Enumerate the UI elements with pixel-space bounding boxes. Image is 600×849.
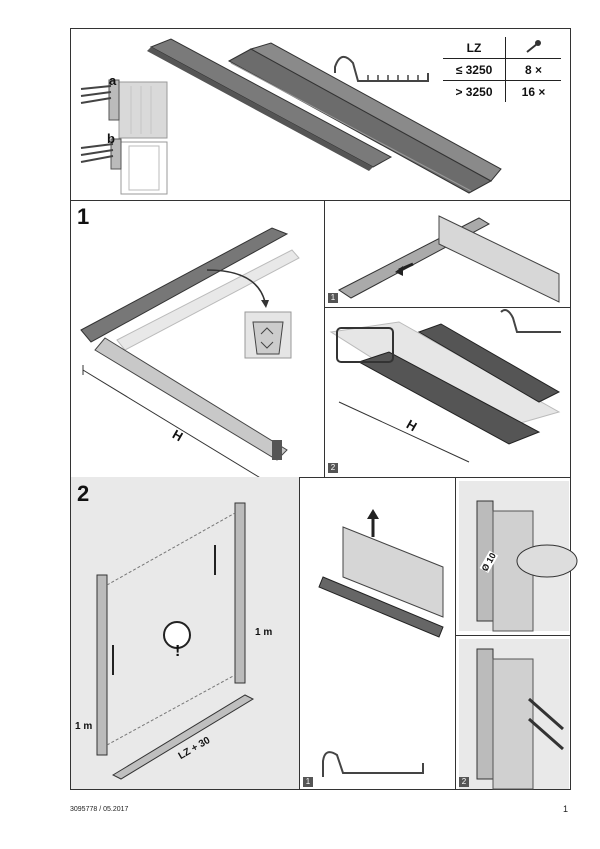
wall-mount-illustration	[96, 502, 255, 780]
table-header-length: LZ	[443, 37, 506, 58]
overview-panel: a b LZ	[71, 29, 570, 201]
divider	[455, 635, 570, 636]
rail-detail-illustration	[338, 215, 560, 303]
profile-b-illustration	[80, 138, 168, 195]
sub-step-label: 1	[303, 777, 313, 787]
variant-a-label: a	[109, 73, 117, 88]
step-number: 2	[77, 481, 90, 506]
drilling-illustration	[459, 481, 578, 632]
warning-mark: !	[175, 643, 181, 660]
step-1-panel: 1 H 1	[71, 200, 570, 487]
table-row: ≤ 3250 8 ×	[443, 59, 561, 81]
table-cell-length: > 3250	[443, 81, 506, 102]
one-meter-label-left: 1 m	[75, 721, 93, 732]
divider	[324, 307, 570, 308]
screw-quantity-table: LZ ≤ 3250 8 × > 3250 16 ×	[443, 37, 561, 102]
divider	[299, 477, 300, 789]
rail-cutting-illustration	[329, 309, 561, 463]
table-row: > 3250 16 ×	[443, 81, 561, 102]
variant-b-label: b	[107, 131, 115, 146]
step-number: 1	[77, 204, 90, 229]
table-cell-length: ≤ 3250	[443, 59, 506, 80]
rail-illustration	[147, 38, 393, 171]
instruction-sheet: a b LZ	[70, 28, 578, 790]
table-cell-qty: 8 ×	[524, 62, 542, 77]
step-2-panel: 2 exclamation-icon ! LZ + 30 1 m 1 m 1	[71, 477, 578, 790]
sub-step-label: 2	[328, 463, 338, 473]
profile-cross-section	[334, 56, 429, 82]
recycling-bin-icon	[244, 311, 292, 359]
table-cell-qty: 16 ×	[521, 84, 546, 99]
screw-fixing-illustration	[459, 639, 569, 790]
profile-insertion-illustration	[318, 509, 444, 777]
profile-a-illustration	[80, 79, 168, 139]
divider	[455, 477, 456, 789]
one-meter-label-right: 1 m	[255, 627, 273, 638]
sub-step-label: 1	[328, 293, 338, 303]
divider	[324, 200, 325, 477]
double-rail-illustration	[227, 42, 502, 194]
table-header-row: LZ	[443, 37, 561, 59]
frame-assembly-illustration	[80, 227, 300, 487]
sub-step-label: 2	[459, 777, 469, 787]
document-id: 3095778 / 05.2017	[70, 806, 129, 813]
page-number: 1	[563, 804, 569, 814]
screw-icon	[506, 39, 561, 56]
